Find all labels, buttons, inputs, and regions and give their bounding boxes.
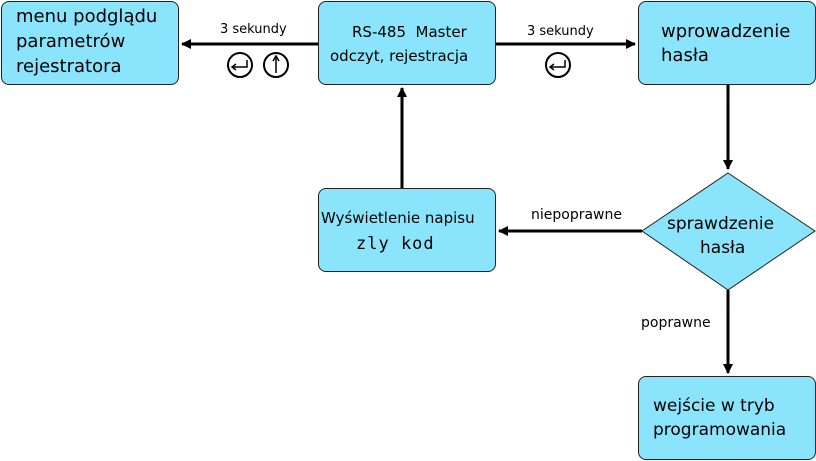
master-line-1: RS-485 Master: [352, 23, 467, 41]
edge-label-correct: poprawne: [641, 315, 711, 331]
menu-line-3: rejestratora: [16, 56, 122, 77]
menu-line-1: menu podglądu: [16, 6, 158, 27]
node-error: [318, 188, 496, 272]
enter-key-icon: [227, 52, 253, 78]
error-line-2: zly kod: [356, 234, 435, 254]
program-line-2: programowania: [653, 420, 787, 440]
enter-key-icon: [545, 52, 571, 78]
password-line-2: hasła: [661, 45, 709, 66]
password-line-1: wprowadzenie: [661, 21, 791, 42]
edge-label-incorrect: niepoprawne: [531, 207, 622, 223]
edge-label-to-menu: 3 sekundy: [220, 22, 287, 37]
edge-label-to-password: 3 sekundy: [527, 24, 594, 39]
master-line-2: odczyt, rejestracja: [330, 47, 469, 65]
check-line-1: sprawdzenie: [667, 214, 775, 234]
node-menu: [1, 1, 179, 85]
node-program: [638, 376, 816, 460]
node-master: [318, 1, 496, 85]
program-line-1: wejście w tryb: [653, 396, 775, 416]
node-password: [638, 1, 816, 85]
up-arrow-key-icon: [263, 52, 289, 78]
check-line-2: hasła: [700, 238, 746, 258]
error-line-1: Wyświetlenie napisu: [321, 209, 475, 227]
menu-line-2: parametrów: [16, 31, 126, 52]
